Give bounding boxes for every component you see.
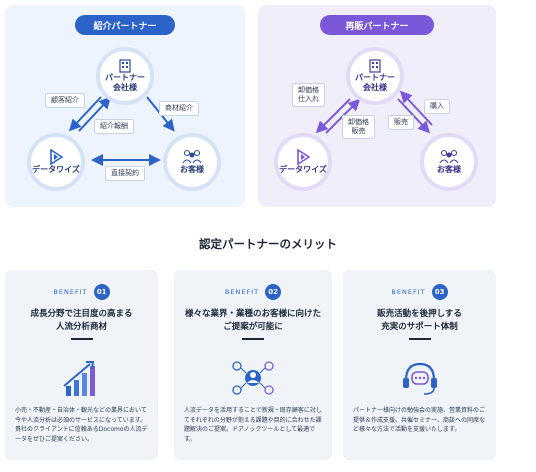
building-icon <box>119 59 131 74</box>
benefit-text: BENEFIT <box>224 288 260 296</box>
benefit-body: パートナー様向けの勉強会の実施、営業資料のご提供＆作成支援、共催セミナー、商談へ… <box>353 407 486 434</box>
benefit-card-01: BENEFIT 01 成長分野で注目度の高まる 人流分析商材 小売・不動産・自治… <box>5 270 158 460</box>
customer-label: お客様 <box>180 165 204 175</box>
partner-company-label: パートナー 会社様 <box>105 73 145 92</box>
datawise-logo-icon <box>50 149 63 166</box>
building-icon <box>369 59 381 74</box>
growth-bar-chart-icon <box>62 361 95 396</box>
benefit-text: BENEFIT <box>53 288 88 296</box>
tag-product-referral: 商材紹介 <box>159 101 199 116</box>
datawise-node: データワイズ <box>27 133 85 191</box>
datawise-label: データワイズ <box>279 165 327 175</box>
tag-customer-referral: 顧客紹介 <box>45 93 85 108</box>
people-network-icon <box>232 361 274 395</box>
referral-partner-badge: 紹介パートナー <box>75 15 175 35</box>
datawise-node: データワイズ <box>274 133 332 191</box>
title-underline <box>70 338 93 340</box>
benefit-title: 販売活動を後押しする 充実のサポート体制 <box>377 309 462 333</box>
customer-label: お客様 <box>437 165 461 175</box>
benefit-text: BENEFIT <box>391 288 426 296</box>
benefit-title: 様々な業界・業種のお客様に向けた ご提案が可能に <box>184 309 321 333</box>
benefit-body: 小売・不動産・自治体・観光などの業界において今や人流分析は必須のサービスになって… <box>15 407 148 443</box>
benefit-number: 01 <box>93 284 110 300</box>
partner-company-label: パートナー 会社様 <box>355 73 395 92</box>
benefit-card-03: BENEFIT 03 販売活動を後押しする 充実のサポート体制 パートナー様向け… <box>343 270 496 460</box>
benefit-number: 02 <box>265 284 282 300</box>
resale-flow-arrows <box>315 90 433 134</box>
tag-wholesale-sale: 卸価格 販売 <box>342 115 375 139</box>
tag-wholesale-purchase: 卸価格 仕入れ <box>292 83 325 107</box>
customers-icon <box>182 150 202 164</box>
referral-partner-panel: 紹介パートナー パートナー 会社様 データワイズ お客様 顧客紹介 紹介報酬 商… <box>5 5 245 207</box>
support-headset-icon <box>402 362 437 395</box>
datawise-logo-icon <box>297 149 310 166</box>
benefit-card-02: BENEFIT 02 様々な業界・業種のお客様に向けた ご提案が可能に 人流デー… <box>174 270 332 460</box>
tag-direct-contract: 直接契約 <box>105 166 145 181</box>
benefit-label: BENEFIT 01 <box>5 284 158 300</box>
resale-partner-badge: 再販パートナー <box>320 15 434 35</box>
benefit-label: BENEFIT 03 <box>343 284 496 300</box>
customer-node: お客様 <box>163 133 221 191</box>
benefit-body: 人流データを活用することで新規・既存顧客に対してそれぞれの分野が抱える課題や目的… <box>184 407 322 443</box>
tag-sales: 販売 <box>388 115 414 130</box>
benefit-title: 成長分野で注目度の高まる 人流分析商材 <box>30 309 133 333</box>
tag-referral-fee: 紹介報酬 <box>94 119 134 134</box>
customers-icon <box>439 150 459 164</box>
datawise-label: データワイズ <box>32 165 80 175</box>
customer-node: お客様 <box>420 133 478 191</box>
title-underline <box>242 338 264 340</box>
title-underline <box>408 338 431 340</box>
tag-purchase: 購入 <box>424 99 450 114</box>
resale-partner-panel: 再販パートナー パートナー 会社様 データワイズ お客様 卸価格 仕入れ 卸価格… <box>258 5 496 207</box>
merits-section-title: 認定パートナーのメリット <box>199 237 337 251</box>
partner-company-node: パートナー 会社様 <box>346 47 404 105</box>
partner-company-node: パートナー 会社様 <box>96 47 154 105</box>
benefit-label: BENEFIT 02 <box>174 284 332 300</box>
benefit-number: 03 <box>431 284 448 300</box>
